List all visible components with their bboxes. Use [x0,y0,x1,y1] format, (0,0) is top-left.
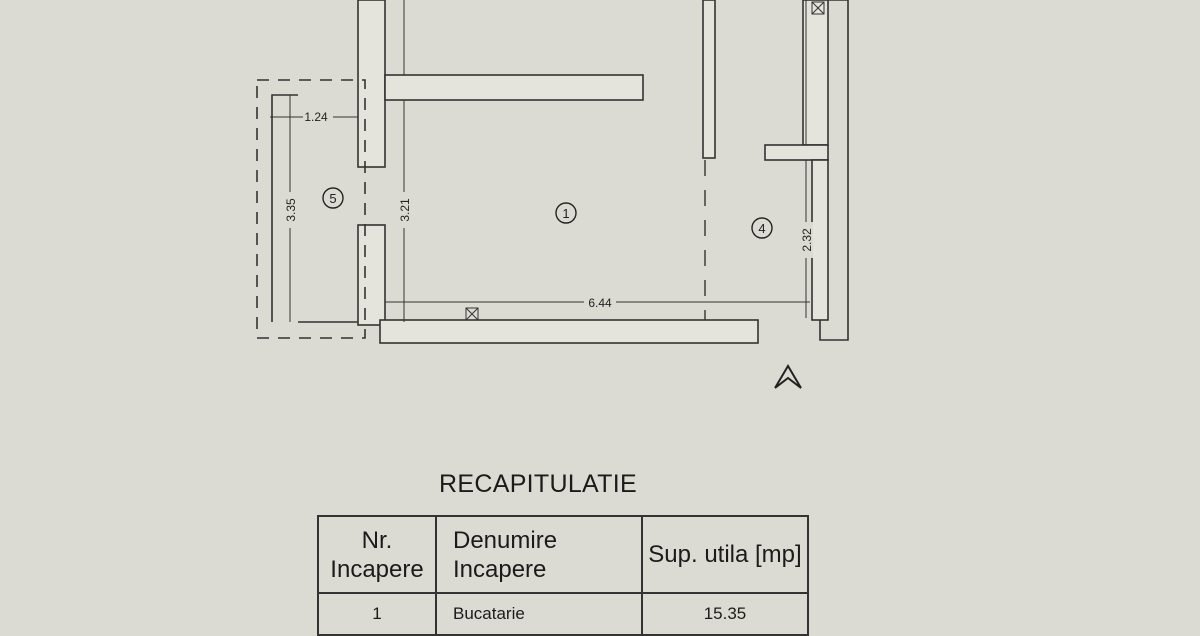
svg-text:1: 1 [562,206,569,221]
dimension-label: 6.44 [588,296,612,310]
wall-horizontal [384,74,644,101]
room-marker-5: 5 [322,187,344,209]
dimension-label: 3.21 [398,198,412,222]
cell-nr: 1 [317,592,437,636]
dimension-label: 3.35 [284,198,298,222]
wall-right-upper [802,0,829,146]
vent-icon [811,1,825,15]
summary-table: Nr. Incapere Denumire Incapere Sup. util… [317,515,809,636]
summary-title: RECAPITULATIE [439,470,637,498]
wall-left-lower [357,224,386,326]
balcony-outline [256,79,366,339]
table-header-row: Nr. Incapere Denumire Incapere Sup. util… [317,515,809,594]
north-arrow-icon [774,364,802,389]
svg-text:5: 5 [329,191,336,206]
wall-right-lower [811,159,829,321]
table-row: 1 Bucatarie 15.35 [317,592,809,636]
wall-right-thin [702,0,716,159]
dimension-label: 2.32 [800,228,814,252]
cell-name: Bucatarie [435,592,643,636]
cell-area: 15.35 [641,592,809,636]
vent-icon [465,307,479,321]
header-nr: Nr. Incapere [317,515,437,594]
balcony-railing [271,94,298,322]
header-name: Denumire Incapere [435,515,643,594]
room-marker-1: 1 [555,202,577,224]
wall-right-stub [764,144,829,161]
walls [271,0,849,344]
svg-text:4: 4 [758,221,765,236]
wall-left-upper [357,0,386,168]
header-area: Sup. utila [mp] [641,515,809,594]
dimension-lines [270,0,810,322]
wall-outer-right [819,0,849,341]
wall-bottom [379,319,759,344]
dimension-label: 1.24 [304,110,328,124]
room-marker-4: 4 [751,217,773,239]
